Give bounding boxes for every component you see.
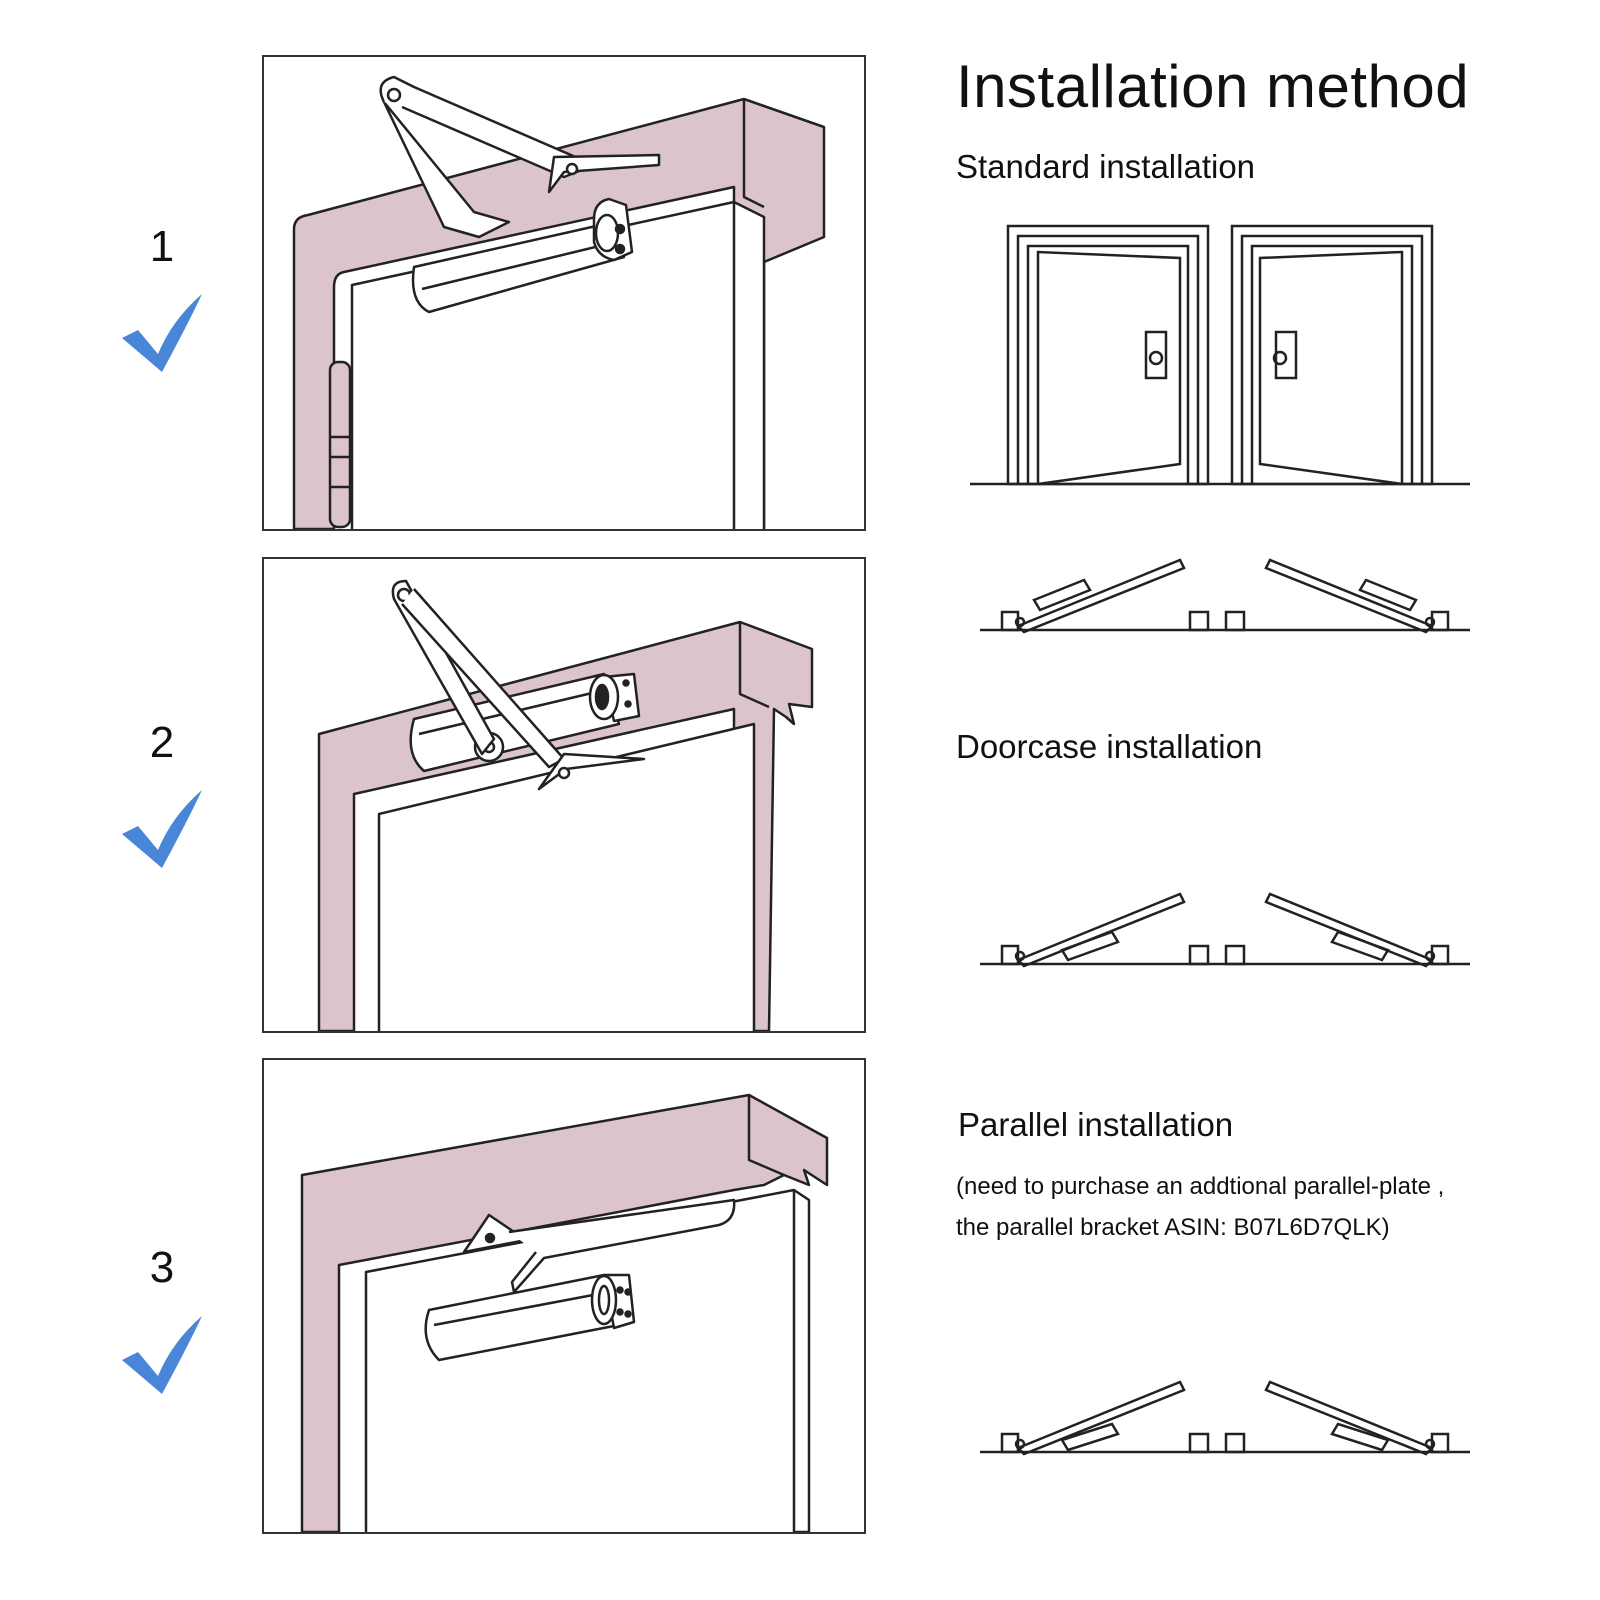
checkmark-icon xyxy=(122,1316,202,1394)
step-1-number: 1 xyxy=(149,222,175,271)
doorcase-installation-illustration xyxy=(262,557,866,1033)
standard-installation-label: Standard installation xyxy=(956,148,1256,185)
doorcase-installation-label: Doorcase installation xyxy=(956,728,1263,765)
parallel-plan-view xyxy=(980,1380,1470,1456)
step-2-number: 2 xyxy=(149,718,175,767)
parallel-installation-illustration xyxy=(262,1058,866,1534)
parallel-installation-label: Parallel installation xyxy=(958,1106,1234,1143)
checkmark-icon xyxy=(122,790,202,868)
doorcase-plan-view xyxy=(980,892,1470,968)
step-3-number: 3 xyxy=(149,1243,175,1292)
page-title: Installation method xyxy=(956,53,1470,120)
parallel-note-line-1: (need to purchase an addtional parallel-… xyxy=(956,1173,1445,1200)
parallel-note-line-2: the parallel bracket ASIN: B07L6D7QLK) xyxy=(956,1214,1390,1241)
standard-door-elevation xyxy=(970,224,1470,486)
standard-installation-illustration xyxy=(262,55,866,531)
standard-plan-view xyxy=(980,558,1470,634)
checkmark-icon xyxy=(122,294,202,372)
